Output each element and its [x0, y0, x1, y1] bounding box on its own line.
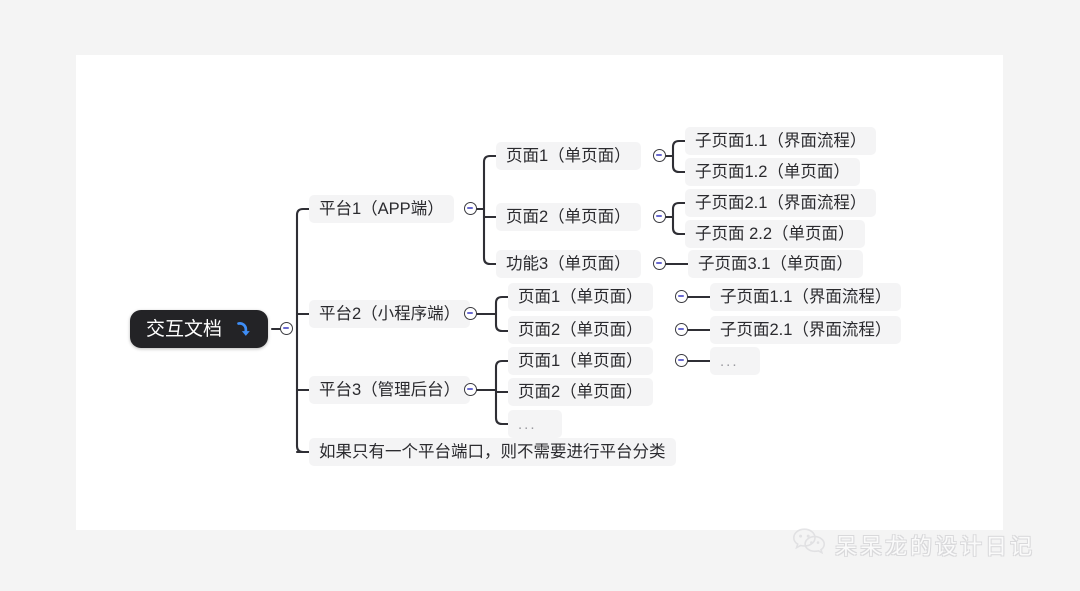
node-platform1-function-3[interactable]: 功能3（单页面） [496, 250, 641, 278]
node-platform1-page1-child-2[interactable]: 子页面1.2（单页面） [685, 158, 860, 186]
toggle-platform1-function-3[interactable] [653, 257, 666, 270]
node-label: ... [518, 415, 537, 433]
node-platform3-page-1[interactable]: 页面1（单页面） [508, 347, 653, 375]
link-level1-spine [295, 207, 311, 454]
node-label: 子页面1.2（单页面） [695, 162, 850, 181]
node-label: 平台2（小程序端） [319, 304, 461, 323]
node-label: 页面1（单页面） [518, 351, 643, 370]
node-label: 平台1（APP端） [319, 199, 444, 218]
node-label: 如果只有一个平台端口，则不需要进行平台分类 [319, 442, 666, 461]
node-label: 页面1（单页面） [518, 287, 643, 306]
node-platform1-function3-child-1[interactable]: 子页面3.1（单页面） [688, 250, 863, 278]
node-platform2-page1-child-1[interactable]: 子页面1.1（界面流程） [710, 283, 902, 311]
root-node[interactable]: 交互文档 [130, 310, 269, 348]
node-platform3-more[interactable]: ... [508, 410, 562, 438]
node-label: 平台3（管理后台） [319, 380, 461, 399]
toggle-platform-3[interactable] [464, 383, 477, 396]
node-label: 功能3（单页面） [506, 254, 631, 273]
toggle-platform1-page-2[interactable] [653, 210, 666, 223]
link-platform1-bracket [482, 154, 498, 266]
toggle-platform-1[interactable] [464, 202, 477, 215]
watermark: 呆呆龙的设计日记 [792, 527, 1035, 562]
node-label: 页面1（单页面） [506, 146, 631, 165]
link-p1page1-bracket [671, 139, 687, 174]
node-platform2-page-2[interactable]: 页面2（单页面） [508, 316, 653, 344]
node-platform1-page1-child-1[interactable]: 子页面1.1（界面流程） [685, 127, 877, 155]
node-platform1-page-1[interactable]: 页面1（单页面） [496, 142, 641, 170]
node-platform-2[interactable]: 平台2（小程序端） [309, 300, 471, 328]
node-platform-1[interactable]: 平台1（APP端） [309, 195, 454, 223]
wechat-icon [792, 527, 826, 562]
node-platform2-page2-child-1[interactable]: 子页面2.1（界面流程） [710, 316, 902, 344]
node-platform-3[interactable]: 平台3（管理后台） [309, 376, 471, 404]
node-platform1-page2-child-2[interactable]: 子页面 2.2（单页面） [685, 220, 865, 248]
toggle-platform2-page-1[interactable] [675, 290, 688, 303]
node-platform1-page-2[interactable]: 页面2（单页面） [496, 203, 641, 231]
node-platform3-page1-more[interactable]: ... [710, 347, 760, 375]
node-label: 子页面2.1（界面流程） [720, 320, 892, 339]
root-node-label: 交互文档 [146, 318, 223, 340]
link-platform3-bracket [494, 359, 510, 426]
toggle-platform3-page-1[interactable] [675, 354, 688, 367]
node-label: 子页面 2.2（单页面） [695, 224, 855, 243]
curved-down-arrow-icon [233, 320, 252, 339]
node-label: 页面2（单页面） [518, 382, 643, 401]
node-platform-note[interactable]: 如果只有一个平台端口，则不需要进行平台分类 [309, 438, 676, 466]
node-label: 子页面1.1（界面流程） [695, 131, 867, 150]
node-platform3-page-2[interactable]: 页面2（单页面） [508, 378, 653, 406]
node-label: 子页面1.1（界面流程） [720, 287, 892, 306]
node-label: 页面2（单页面） [518, 320, 643, 339]
node-label: 子页面3.1（单页面） [698, 254, 853, 273]
watermark-text: 呆呆龙的设计日记 [835, 533, 1036, 559]
node-label: ... [720, 352, 739, 370]
node-label: 页面2（单页面） [506, 207, 631, 226]
toggle-root[interactable] [280, 322, 293, 335]
toggle-platform1-page-1[interactable] [653, 149, 666, 162]
toggle-platform-2[interactable] [464, 307, 477, 320]
link-platform2-bracket [494, 295, 510, 333]
link-p1page2-bracket [671, 201, 687, 236]
node-platform2-page-1[interactable]: 页面1（单页面） [508, 283, 653, 311]
toggle-platform2-page-2[interactable] [675, 323, 688, 336]
node-label: 子页面2.1（界面流程） [695, 193, 867, 212]
node-platform1-page2-child-1[interactable]: 子页面2.1（界面流程） [685, 189, 877, 217]
